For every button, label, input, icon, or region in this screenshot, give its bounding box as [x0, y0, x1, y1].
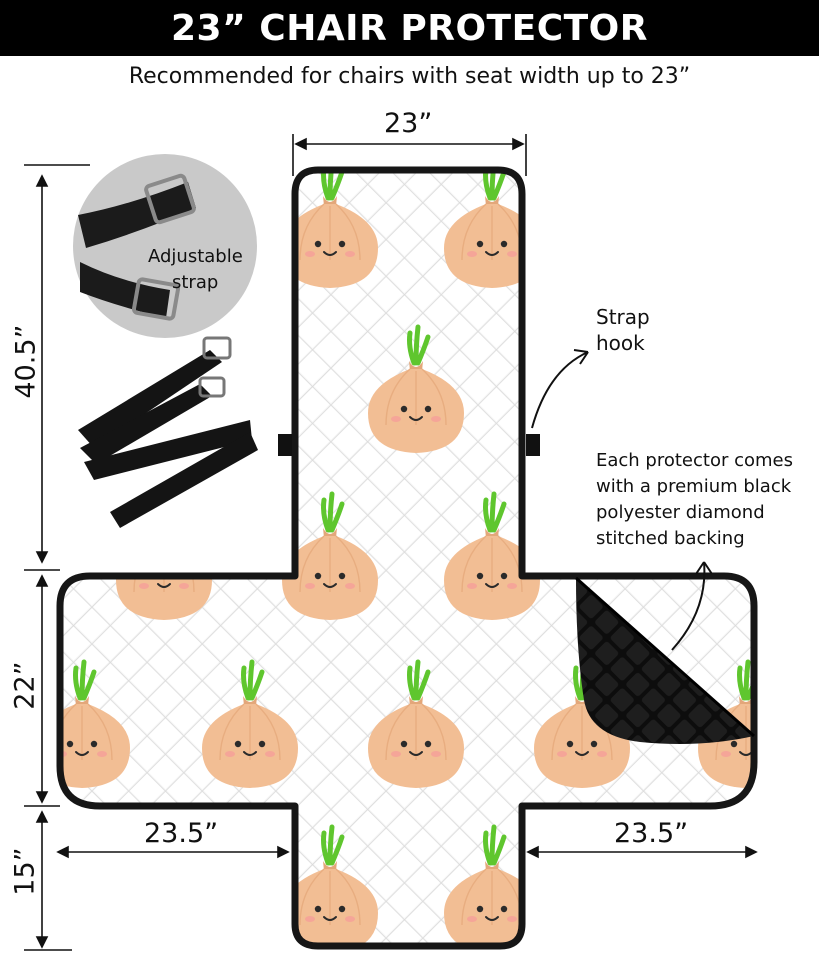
backing-line2: with a premium black — [596, 476, 792, 497]
chair-protector-cover — [56, 166, 758, 950]
backing-note: Each protector comes with a premium blac… — [596, 448, 793, 552]
hook-label: Strap hook — [596, 304, 650, 356]
callout-arrows — [531, 349, 713, 651]
loose-straps-icon — [78, 336, 258, 528]
header-banner: 23” CHAIR PROTECTOR — [0, 0, 819, 56]
right-strap-hook — [526, 434, 540, 456]
front-height-label: 15” — [9, 847, 41, 896]
backing-line1: Each protector comes — [596, 450, 793, 471]
strap-label-line1: Adjustable — [148, 246, 243, 267]
back-height-label: 40.5” — [10, 324, 42, 399]
page-title: 23” CHAIR PROTECTOR — [170, 7, 648, 49]
strap-label-line2: strap — [172, 272, 219, 293]
left-strap-hook — [278, 434, 292, 456]
subtitle: Recommended for chairs with seat width u… — [128, 64, 691, 89]
left-arm-width-label: 23.5” — [144, 818, 219, 849]
arm-height-label: 22” — [9, 661, 41, 710]
top-width-label: 23” — [384, 108, 433, 139]
backing-line4: stitched backing — [596, 528, 745, 549]
strap-label: Adjustable strap — [148, 244, 243, 296]
right-arm-width-label: 23.5” — [614, 818, 689, 849]
hook-label-line2: hook — [596, 331, 645, 355]
hook-label-line1: Strap — [596, 305, 650, 329]
backing-line3: polyester diamond — [596, 502, 765, 523]
dimension-lines — [24, 134, 758, 951]
adjustable-strap-illustration — [73, 154, 257, 338]
